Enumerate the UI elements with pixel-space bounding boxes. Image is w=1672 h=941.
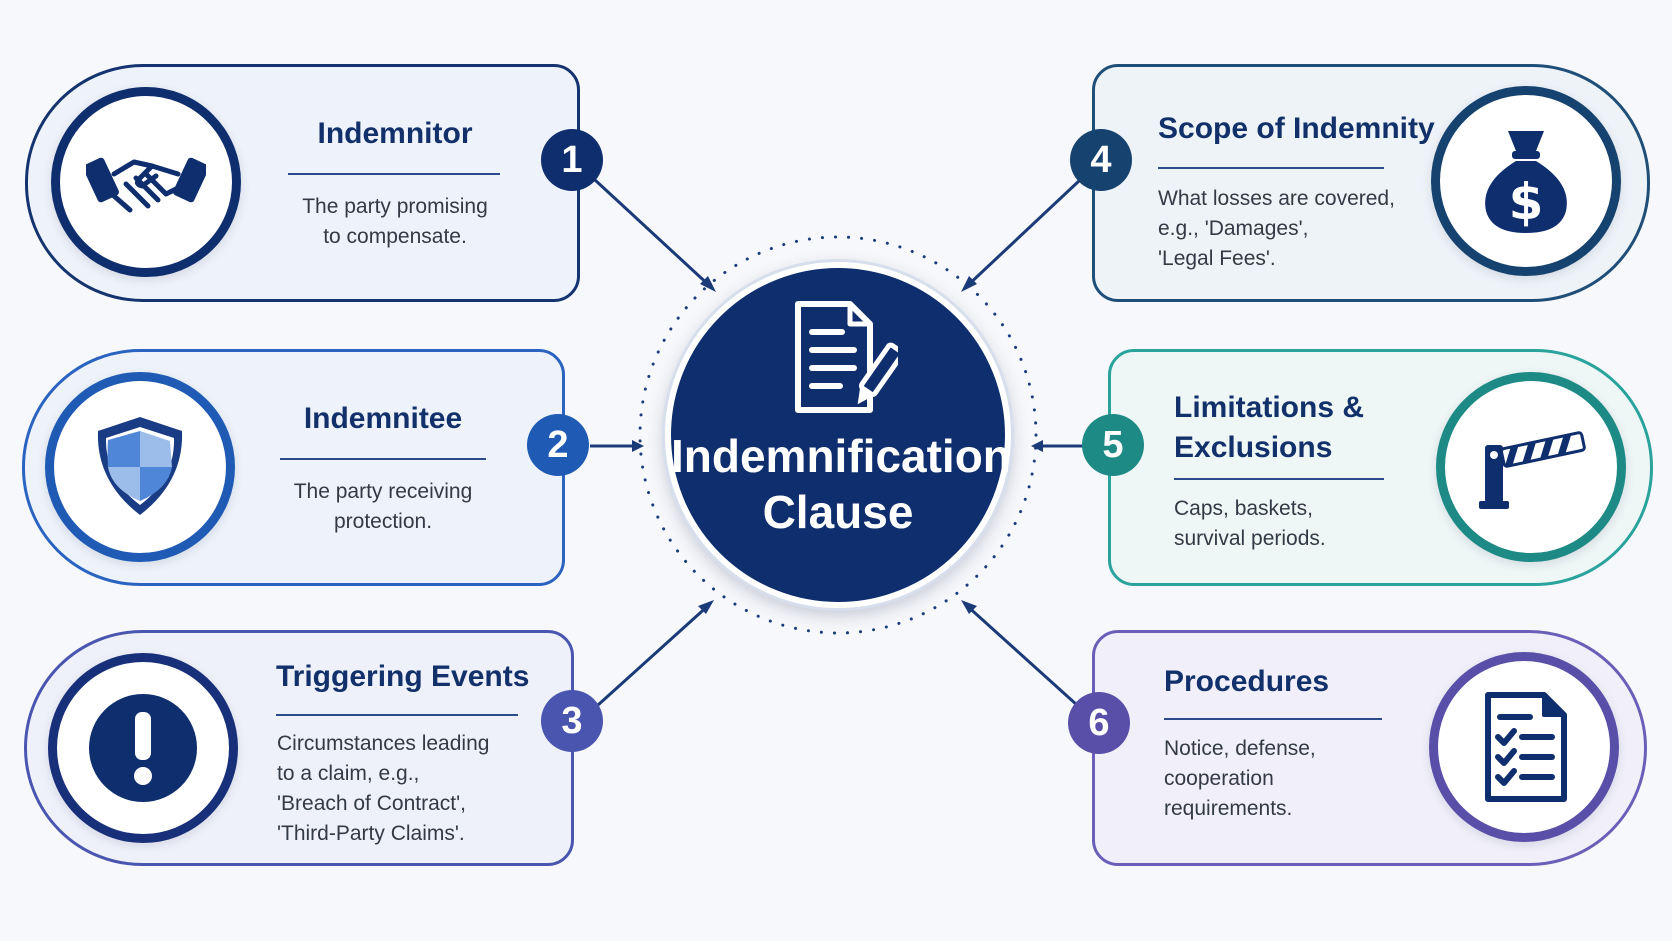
arrowhead-1 <box>700 276 716 292</box>
desc-procedures-line-2: cooperation <box>1164 767 1274 790</box>
desc-indemnitee-line-1: The party receiving <box>293 480 473 503</box>
shield-icon <box>97 417 183 515</box>
desc-procedures: Notice, defense, cooperation requirement… <box>1164 734 1404 824</box>
barrier-gate-icon <box>1479 431 1586 509</box>
desc-scope-of-indemnity-line-1: What losses are covered, <box>1158 187 1395 210</box>
desc-triggering-events-line-3: 'Breach of Contract', <box>277 792 466 815</box>
title-triggering-events: Triggering Events <box>276 660 529 694</box>
title-scope-of-indemnity-line: Scope of Indemnity <box>1158 112 1435 145</box>
connector-3 <box>596 602 712 707</box>
title-procedures-line: Procedures <box>1164 665 1330 698</box>
title-limitations-exclusions-line-1: Limitations & <box>1174 391 1365 424</box>
arrowhead-6 <box>961 600 977 614</box>
title-indemnitee: Indemnitee <box>278 402 488 436</box>
icon-ring-indemnitor <box>51 87 241 277</box>
desc-procedures-line-3: requirements. <box>1164 797 1293 820</box>
badge-1: 1 <box>541 129 603 191</box>
arrowhead-5 <box>1031 440 1043 452</box>
rule-scope-of-indemnity <box>1158 167 1384 169</box>
desc-indemnitee: The party receiving protection. <box>268 477 498 537</box>
document-pen-icon <box>795 301 898 413</box>
title-indemnitee-line: Indemnitee <box>303 402 463 435</box>
badge-5: 5 <box>1082 414 1144 476</box>
title-procedures: Procedures <box>1164 665 1329 699</box>
rule-indemnitor <box>288 173 500 175</box>
connector-1 <box>593 178 714 290</box>
desc-limitations-exclusions-line-1: Caps, baskets, <box>1174 497 1313 520</box>
svg-text:$: $ <box>1509 173 1544 231</box>
rule-limitations-exclusions <box>1174 478 1384 480</box>
desc-indemnitor: The party promising to compensate. <box>280 192 510 252</box>
icon-ring-triggering-events <box>48 653 238 843</box>
icon-ring-indemnitee <box>45 372 235 562</box>
hub-title-line-1: Indemnification <box>671 430 1011 482</box>
rule-procedures <box>1164 718 1382 720</box>
desc-limitations-exclusions-line-2: survival periods. <box>1174 527 1326 550</box>
exclamation-icon <box>89 694 197 802</box>
hub-title: Indemnification Clause <box>671 428 1011 540</box>
icon-ring-procedures <box>1429 652 1619 842</box>
connector-6 <box>963 602 1079 707</box>
desc-procedures-line-1: Notice, defense, <box>1164 737 1316 760</box>
desc-scope-of-indemnity-line-2: e.g., 'Damages', <box>1158 217 1309 240</box>
desc-triggering-events-line-2: to a claim, e.g., <box>277 762 420 785</box>
desc-scope-of-indemnity: What losses are covered, e.g., 'Damages'… <box>1158 184 1418 274</box>
icon-ring-scope-of-indemnity: $ <box>1431 86 1621 276</box>
arrowhead-3 <box>698 600 714 614</box>
badge-4: 4 <box>1070 129 1132 191</box>
title-triggering-events-line: Triggering Events <box>276 660 530 693</box>
title-indemnitor-line: Indemnitor <box>317 117 473 150</box>
arrowhead-4 <box>961 276 977 292</box>
rule-triggering-events <box>276 714 518 716</box>
checklist-icon <box>1485 692 1567 802</box>
desc-indemnitee-line-2: protection. <box>333 510 433 533</box>
handshake-icon <box>86 157 206 213</box>
badge-6: 6 <box>1068 692 1130 754</box>
desc-indemnitor-line-2: to compensate. <box>323 225 467 248</box>
hub-title-line-2: Clause <box>762 486 914 538</box>
desc-limitations-exclusions: Caps, baskets, survival periods. <box>1174 494 1414 554</box>
connector-4 <box>963 178 1082 290</box>
hub-orbit-dots <box>638 235 1038 635</box>
arrowhead-2 <box>632 440 644 452</box>
desc-scope-of-indemnity-line-3: 'Legal Fees'. <box>1158 247 1276 270</box>
title-limitations-exclusions: Limitations & Exclusions <box>1174 388 1364 468</box>
badge-3: 3 <box>541 690 603 752</box>
rule-indemnitee <box>280 458 486 460</box>
badge-2: 2 <box>527 414 589 476</box>
money-bag-icon: $ <box>1485 131 1567 233</box>
desc-triggering-events: Circumstances leading to a claim, e.g., … <box>277 729 537 849</box>
desc-triggering-events-line-1: Circumstances leading <box>277 732 490 755</box>
hub-indemnification-clause: Indemnification Clause <box>665 262 1011 608</box>
desc-triggering-events-line-4: 'Third-Party Claims'. <box>277 822 465 845</box>
icon-ring-limitations-exclusions <box>1436 372 1626 562</box>
desc-indemnitor-line-1: The party promising <box>302 195 488 218</box>
title-indemnitor: Indemnitor <box>290 117 500 151</box>
title-scope-of-indemnity: Scope of Indemnity <box>1158 112 1435 146</box>
title-limitations-exclusions-line-2: Exclusions <box>1174 431 1333 464</box>
